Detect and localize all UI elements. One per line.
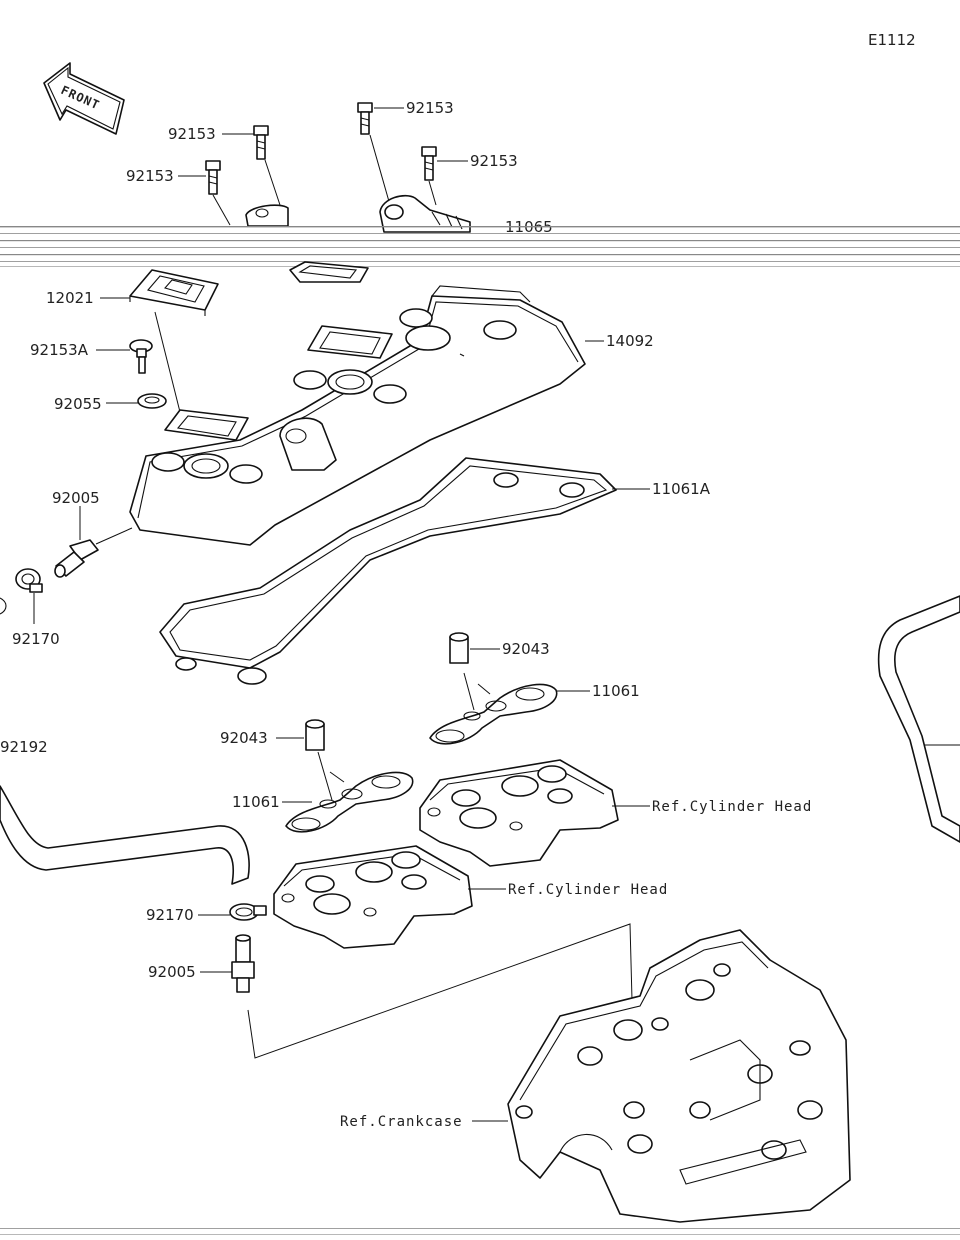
cylinder-head-ref-upper	[419, 759, 619, 867]
label-ref-cylinder-head-upper: Ref.Cylinder Head	[652, 799, 812, 815]
label-92005-upper: 92005	[52, 489, 100, 507]
bolt-92153-left	[205, 160, 221, 195]
fitting-92005-upper	[54, 539, 99, 578]
label-14092: 14092	[606, 332, 654, 350]
dowel-pin-92043-upper	[449, 632, 469, 664]
diagram-code: E1112	[868, 31, 916, 49]
label-92153-upper-left: 92153	[168, 125, 216, 143]
gasket-11061A	[159, 457, 617, 685]
crankcase-ref	[507, 929, 851, 1223]
label-92153-upper-center: 92153	[406, 99, 454, 117]
gasket-11061-lower	[285, 771, 414, 833]
label-92005-lower: 92005	[148, 963, 196, 981]
breather-hose-92192	[0, 785, 250, 885]
label-ref-crankcase: Ref.Crankcase	[340, 1114, 463, 1130]
breather-fitting-left	[245, 204, 289, 227]
fitting-92005-lower	[231, 934, 255, 993]
cylinder-head-cover-14092	[129, 285, 586, 546]
label-ref-cylinder-head-lower: Ref.Cylinder Head	[508, 882, 668, 898]
cylinder-head-ref-lower	[273, 845, 473, 949]
label-92192: 92192	[0, 738, 48, 756]
bolt-92153-upper-left	[253, 125, 269, 160]
label-92170-lower: 92170	[146, 906, 194, 924]
label-92043-lower: 92043	[220, 729, 268, 747]
clamp-92170-left	[0, 568, 43, 615]
clamp-92170-lower	[229, 903, 267, 921]
bolt-92153-upper-center	[357, 102, 373, 135]
label-92043-upper: 92043	[502, 640, 550, 658]
cover-plate-12021-left	[129, 269, 219, 316]
washer-92055	[137, 393, 167, 409]
label-11061-upper: 11061	[592, 682, 640, 700]
label-92153-right: 92153	[470, 152, 518, 170]
scan-noise-band	[0, 226, 960, 267]
gasket-11061-upper	[429, 683, 558, 745]
label-12021: 12021	[46, 289, 94, 307]
label-11061-lower: 11061	[232, 793, 280, 811]
bolt-92153A	[129, 339, 153, 374]
cover-plate-12021-right	[289, 261, 369, 283]
bolt-92153-right	[421, 146, 437, 181]
dowel-pin-92043-lower	[305, 719, 325, 751]
label-11061A: 11061A	[652, 480, 711, 498]
label-92055: 92055	[54, 395, 102, 413]
partial-part-right	[877, 595, 960, 843]
front-arrow-icon: FRONT	[43, 62, 125, 135]
label-92153A: 92153A	[30, 341, 89, 359]
label-92170-left: 92170	[12, 630, 60, 648]
scan-noise-bottom	[0, 1228, 960, 1235]
label-92153-left: 92153	[126, 167, 174, 185]
